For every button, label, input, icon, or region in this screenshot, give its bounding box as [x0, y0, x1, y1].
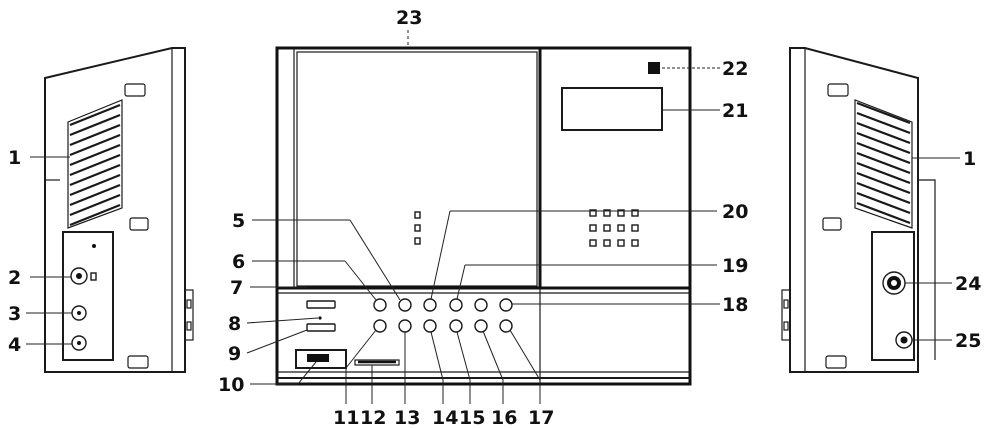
button-15 [449, 319, 463, 333]
main-unit-outline [275, 46, 692, 386]
port-box [295, 349, 347, 369]
left-foot-bottom [127, 355, 149, 369]
callout-22: 22 [722, 58, 748, 80]
callout-24: 24 [955, 273, 981, 295]
left-foot-top [124, 83, 146, 97]
door-indicator [414, 211, 421, 219]
callout-16: 16 [491, 407, 517, 429]
right-speaker-grille [856, 101, 911, 225]
left-speaker-grille [69, 103, 121, 227]
callout-3: 3 [8, 303, 21, 325]
left-indicator-dot [92, 244, 96, 248]
button-20 [423, 298, 437, 312]
cd-door [296, 51, 538, 287]
callout-21: 21 [722, 100, 748, 122]
right-foot-mid [822, 217, 842, 231]
callout-4: 4 [8, 334, 21, 356]
left-foot-mid [129, 217, 149, 231]
card-slot [354, 359, 400, 366]
button-5 [398, 298, 412, 312]
callout-9: 9 [228, 343, 241, 365]
button-6 [373, 298, 387, 312]
callout-17: 17 [528, 407, 554, 429]
left-jack-panel [62, 231, 114, 361]
callout-2: 2 [8, 267, 21, 289]
callout-18: 18 [722, 294, 748, 316]
callout-1-right: 1 [963, 148, 976, 170]
button-11 [373, 319, 387, 333]
button-13 [398, 319, 412, 333]
keypad [589, 209, 639, 247]
slot-7 [306, 300, 336, 309]
right-hinge [781, 289, 791, 341]
small-switch [90, 272, 97, 281]
button-16 [474, 319, 488, 333]
usb-port [307, 354, 329, 362]
callout-15: 15 [459, 407, 485, 429]
callout-1-left: 1 [8, 147, 21, 169]
right-foot-top [827, 83, 849, 97]
leader-lines [26, 30, 960, 404]
callout-5: 5 [232, 210, 245, 232]
left-side-view [44, 47, 194, 373]
left-hinge [184, 289, 194, 341]
right-jack-panel [871, 231, 915, 361]
callout-8: 8 [228, 313, 241, 335]
right-foot-bottom [825, 355, 847, 369]
callout-25: 25 [955, 330, 981, 352]
callout-labels: 1 2 3 4 5 6 7 8 9 10 11 12 13 14 15 16 1… [8, 7, 981, 429]
slot-9 [306, 323, 336, 332]
main-unit [275, 46, 692, 386]
callout-19: 19 [722, 255, 748, 277]
callout-7: 7 [230, 277, 243, 299]
pinhole-8 [318, 316, 322, 320]
callout-20: 20 [722, 201, 748, 223]
callout-13: 13 [394, 407, 420, 429]
callout-14: 14 [432, 407, 458, 429]
button-16-top [474, 298, 488, 312]
callout-10: 10 [218, 374, 244, 396]
button-19 [449, 298, 463, 312]
remote-sensor [648, 62, 660, 74]
display-window [561, 87, 663, 131]
right-side-view [781, 47, 936, 373]
button-18 [499, 298, 513, 312]
callout-12: 12 [360, 407, 386, 429]
button-14 [423, 319, 437, 333]
callout-6: 6 [232, 251, 245, 273]
button-17 [499, 319, 513, 333]
callout-23: 23 [396, 7, 422, 29]
callout-11: 11 [333, 407, 359, 429]
